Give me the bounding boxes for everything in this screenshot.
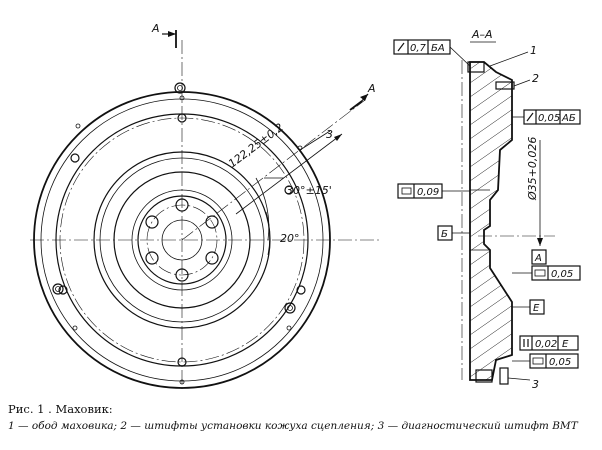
svg-text:0,02: 0,02: [535, 339, 557, 350]
dimension-angle-small: 20°: [265, 211, 300, 256]
tolerance-runout-0-7: 0,7 БА: [393, 39, 471, 67]
svg-text:Б: Б: [441, 229, 448, 240]
tolerance-flat-0-05-b: 0,05: [512, 353, 579, 369]
datum-A: А: [531, 249, 547, 265]
flywheel-section-profile: [467, 61, 515, 385]
svg-text:0,05: 0,05: [549, 357, 571, 368]
svg-text:3: 3: [532, 378, 539, 391]
section-view: A–A: [393, 28, 581, 391]
dim-angle-small-text: 20°: [280, 232, 300, 245]
svg-text:0,05: 0,05: [551, 269, 573, 280]
tolerance-flat-0-05-a: 0,05: [512, 265, 581, 281]
caption-title: Рис. 1 . Маховик:: [8, 402, 113, 416]
dowel-pins: [52, 82, 296, 314]
figure-caption: Рис. 1 . Маховик: 1 — обод маховика; 2 —…: [8, 402, 598, 432]
datum-B: Б: [437, 225, 470, 241]
tolerance-flat-0-09: 0,09: [397, 183, 470, 199]
svg-text:0,05: 0,05: [538, 113, 560, 124]
svg-text:АБ: АБ: [561, 113, 576, 124]
tolerance-runout-0-05: 0,05 АБ: [512, 109, 581, 125]
callout-3-front: 3: [299, 128, 333, 151]
svg-text:Е: Е: [562, 339, 569, 350]
section-marker-top: A: [151, 22, 177, 48]
section-letter-right: A: [367, 82, 376, 95]
svg-text:0,09: 0,09: [417, 187, 439, 198]
section-title: A–A: [471, 28, 493, 41]
callout-3-front-label: 3: [326, 128, 333, 141]
datum-E: Е: [512, 299, 545, 315]
svg-text:0,7: 0,7: [410, 43, 427, 54]
svg-text:2: 2: [532, 72, 539, 85]
section-letter-top: A: [151, 22, 160, 35]
dimension-diameter: Ø35+0,026: [526, 137, 543, 246]
callout-2: 2: [513, 72, 539, 87]
svg-text:А: А: [534, 253, 542, 264]
dimension-angle-main: 30°±15': [255, 177, 332, 241]
svg-text:Е: Е: [533, 303, 540, 314]
section-marker-right: A: [349, 82, 376, 111]
svg-text:БА: БА: [431, 43, 445, 54]
flywheel-drawing: A A 122,25±0,2 3 30°±15' 20°: [30, 22, 581, 392]
dim-angle-main-text: 30°±15': [286, 184, 332, 197]
callout-1: 1: [489, 44, 537, 67]
callout-3: 3: [507, 377, 539, 391]
caption-legend: 1 — обод маховика; 2 — штифты установки …: [8, 420, 578, 432]
tolerance-parallel-0-02: 0,02 Е: [519, 335, 579, 351]
clutch-cover-holes: [58, 113, 306, 367]
front-view: A A 122,25±0,2 3 30°±15' 20°: [30, 22, 380, 392]
svg-text:Ø35+0,026: Ø35+0,026: [526, 137, 539, 201]
svg-text:1: 1: [530, 44, 537, 57]
crank-bolt-holes: [145, 198, 219, 282]
